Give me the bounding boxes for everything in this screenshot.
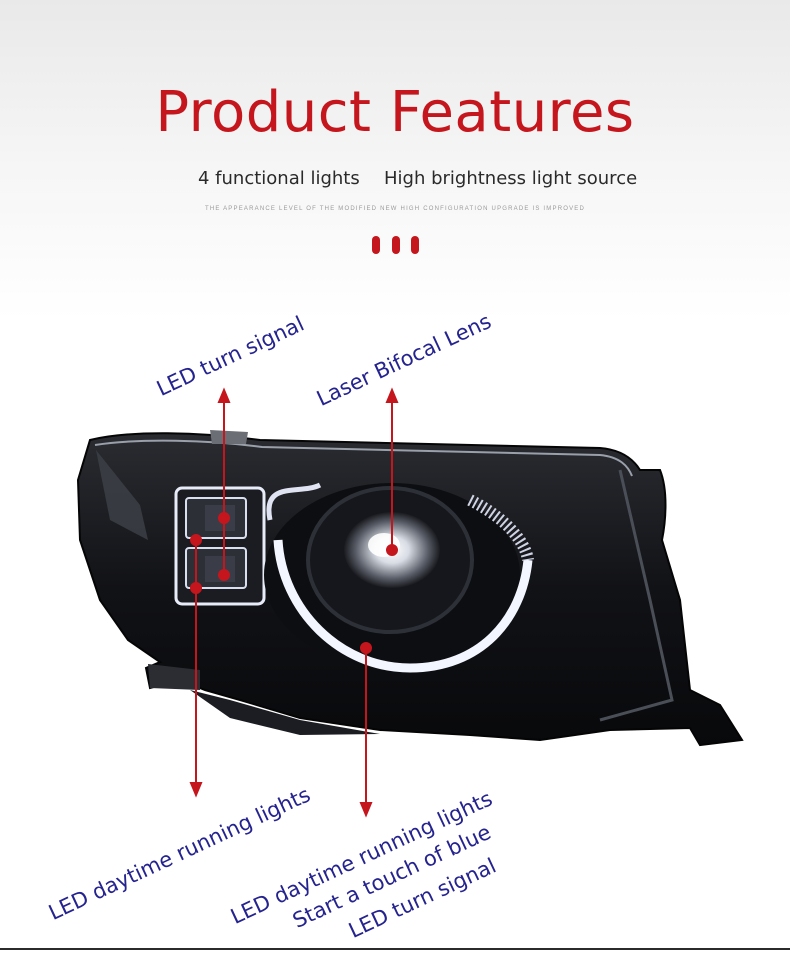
- turn-signal-block: [174, 486, 266, 606]
- decorative-dot: [392, 236, 400, 254]
- bottom-divider: [0, 948, 790, 950]
- decorative-dot: [411, 236, 419, 254]
- projector-lens: [264, 482, 534, 673]
- callout-arrows: [189, 387, 399, 818]
- page-title: Product Features: [155, 80, 635, 145]
- subtitle-brightness: High brightness light source: [384, 168, 638, 189]
- decorative-dot: [372, 236, 380, 254]
- subtitle-functional-lights: 4 functional lights: [198, 168, 360, 189]
- tagline: THE APPEARANCE LEVEL OF THE MODIFIED NEW…: [204, 206, 586, 212]
